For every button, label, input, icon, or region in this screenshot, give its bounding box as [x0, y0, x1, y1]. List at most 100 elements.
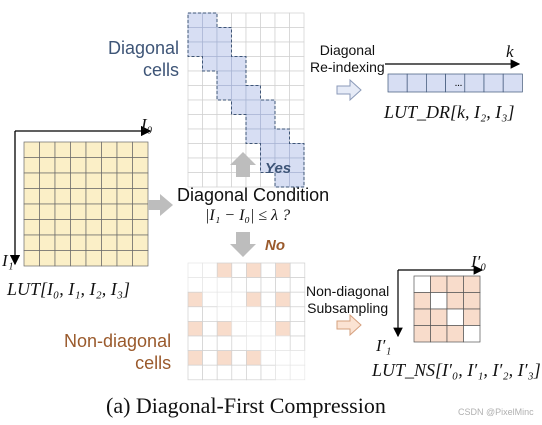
source-cell: [101, 203, 118, 220]
diagonal-band-outline: [187, 12, 305, 188]
source-cell: [39, 141, 56, 158]
nondiagonal-cell: [275, 321, 291, 337]
empty-cell: [289, 277, 306, 293]
empty-cell: [231, 128, 247, 144]
empty-cell: [289, 70, 305, 86]
source-cell: [70, 203, 87, 220]
nondiagonal-label-line2: cells: [135, 353, 172, 373]
empty-cell: [289, 56, 305, 72]
empty-cell: [260, 321, 276, 337]
diagonal-cell: [187, 41, 203, 57]
source-cell: [54, 234, 71, 251]
diagonal-cell: [260, 143, 276, 159]
source-cell: [101, 250, 118, 267]
empty-cell: [202, 70, 218, 86]
source-cell: [23, 234, 40, 251]
diagonal-cell: [231, 70, 247, 86]
source-cell: [54, 250, 71, 267]
nondiagonal-cells-label: Non-diagonal cells: [64, 330, 171, 374]
empty-cell: [231, 306, 247, 322]
lut-ns-label: LUT_NS[I′₀, I′₁, I′₂, I′₃]: [372, 360, 541, 380]
source-cell: [70, 250, 87, 267]
diagonal-cell: [231, 99, 247, 115]
empty-cell: [246, 335, 262, 351]
empty-cell: [216, 12, 232, 28]
source-cell: [116, 141, 133, 158]
source-cell: [23, 219, 40, 236]
axis-i1-label: I₁: [2, 251, 14, 270]
source-cell: [39, 157, 56, 174]
diagonal-cell: [245, 114, 261, 130]
watermark: CSDN @PixelMinc: [458, 407, 534, 417]
diagonal-cell: [216, 41, 232, 57]
ns-empty-cell: [446, 308, 464, 326]
empty-cell: [202, 364, 218, 381]
empty-cell: [231, 41, 247, 57]
empty-cell: [289, 321, 306, 337]
empty-cell: [202, 306, 218, 322]
diagonal-cell: [231, 85, 247, 101]
source-cell: [132, 141, 149, 158]
diagonal-cell: [289, 157, 305, 173]
ns-cell: [413, 292, 431, 310]
empty-cell: [289, 99, 305, 115]
diagonal-cell: [202, 41, 218, 57]
ns-cell: [446, 275, 464, 293]
empty-cell: [216, 306, 233, 322]
empty-cell: [274, 27, 290, 43]
source-cell: [39, 219, 56, 236]
source-cell: [116, 188, 133, 205]
diagonal-cell: [245, 128, 261, 144]
diagonal-cell: [202, 12, 218, 28]
empty-cell: [289, 364, 306, 381]
empty-cell: [245, 70, 261, 86]
empty-cell: [260, 335, 276, 351]
to-condition-arrow-icon: [148, 194, 173, 216]
empty-cell: [260, 12, 276, 28]
source-cell: [116, 219, 133, 236]
empty-cell: [289, 128, 305, 144]
diagonal-cells-grid: [187, 12, 305, 188]
source-lut-label: LUT[I₀, I₁, I₂, I₃]: [7, 279, 131, 299]
nondiagonal-cell: [275, 291, 291, 308]
empty-cell: [260, 56, 276, 72]
diagonal-cell: [202, 56, 218, 72]
empty-cell: [187, 128, 203, 144]
source-cell: [23, 141, 40, 158]
empty-cell: [289, 41, 305, 57]
empty-cell: [231, 291, 247, 308]
empty-cell: [289, 291, 306, 308]
source-cell: [132, 157, 149, 174]
source-cell: [116, 234, 133, 251]
empty-cell: [274, 41, 290, 57]
diagonal-cell: [187, 27, 203, 43]
empty-cell: [260, 85, 276, 101]
subsample-arrow-icon: [336, 313, 362, 337]
empty-cell: [289, 114, 305, 130]
empty-cell: [260, 306, 276, 322]
source-cell: [85, 157, 102, 174]
empty-cell: [187, 70, 203, 86]
source-cell: [39, 188, 56, 205]
dr-cell: [502, 73, 523, 93]
empty-cell: [216, 143, 232, 159]
condition-title: Diagonal Condition: [177, 185, 330, 205]
empty-cell: [231, 262, 247, 278]
source-cell: [132, 234, 149, 251]
nondiagonal-cell: [187, 321, 203, 337]
axis-i1-prime-label: I′₁: [376, 336, 392, 355]
ns-cell: [413, 325, 431, 343]
empty-cell: [187, 99, 203, 115]
ns-cell: [430, 325, 448, 343]
source-cell: [85, 172, 102, 189]
source-cell: [132, 219, 149, 236]
source-cell: [116, 157, 133, 174]
empty-cell: [202, 277, 218, 293]
source-cell: [101, 172, 118, 189]
empty-cell: [216, 114, 232, 130]
empty-cell: [216, 291, 233, 308]
source-cell: [70, 172, 87, 189]
source-cell: [54, 157, 71, 174]
empty-cell: [231, 12, 247, 28]
source-cell: [116, 172, 133, 189]
